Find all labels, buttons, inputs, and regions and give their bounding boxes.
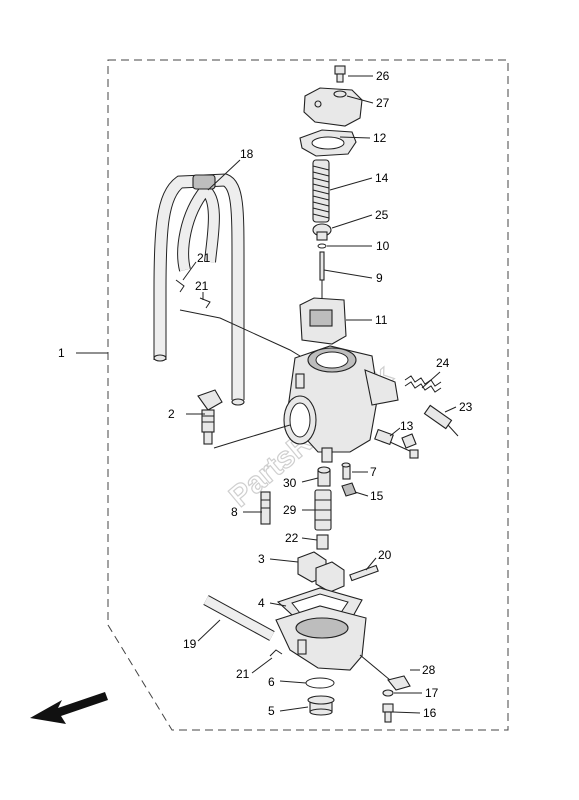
needle-holder-25 — [312, 223, 332, 241]
float-3 — [297, 551, 345, 593]
label-27: 27 — [376, 96, 390, 110]
jet-needle-9 — [319, 251, 325, 300]
carburetor-body-1 — [283, 345, 399, 463]
label-1: 1 — [58, 346, 65, 360]
label-29: 29 — [283, 503, 297, 517]
label-11: 11 — [375, 313, 388, 327]
label-7: 7 — [370, 465, 377, 479]
throttle-valve-11 — [299, 297, 347, 345]
label-21c: 21 — [236, 667, 250, 681]
label-3: 3 — [258, 552, 265, 566]
vent-hose-18 — [153, 173, 245, 406]
label-14: 14 — [375, 171, 389, 185]
label-16: 16 — [423, 706, 437, 720]
drain-plug-5 — [307, 695, 335, 716]
label-30: 30 — [283, 476, 297, 490]
bracket-28 — [387, 675, 411, 691]
jet-30 — [317, 466, 331, 487]
spring-14 — [312, 159, 330, 223]
float-chamber — [275, 605, 367, 671]
starter-jet-8 — [260, 491, 271, 525]
label-28: 28 — [422, 663, 436, 677]
label-21b: 21 — [195, 279, 209, 293]
label-10: 10 — [376, 239, 390, 253]
hose-clip-21c — [269, 649, 283, 657]
label-21a: 21 — [197, 251, 211, 265]
label-4: 4 — [258, 596, 265, 610]
screw-26 — [334, 65, 346, 83]
label-22: 22 — [285, 531, 299, 545]
throttle-stop-screw-13 — [374, 428, 419, 459]
assembly-boundary — [107, 59, 509, 731]
arrow-left-down-icon — [30, 692, 108, 724]
hose-clip-21b — [199, 297, 211, 309]
adjust-screw-23 — [423, 404, 459, 437]
hose-clip-21a — [175, 279, 185, 293]
bolt-16 — [382, 703, 394, 723]
spring-24 — [404, 375, 442, 393]
label-6: 6 — [268, 675, 275, 689]
gasket-12 — [299, 129, 357, 157]
label-17: 17 — [425, 686, 439, 700]
clip-10 — [317, 243, 327, 249]
pilot-jet-7 — [341, 462, 351, 480]
label-5: 5 — [268, 704, 275, 718]
label-12: 12 — [373, 131, 387, 145]
label-18: 18 — [240, 147, 254, 161]
top-cap-27 — [303, 87, 363, 127]
label-8: 8 — [231, 505, 238, 519]
label-13: 13 — [400, 419, 414, 433]
label-20: 20 — [378, 548, 392, 562]
label-2: 2 — [168, 407, 175, 421]
label-25: 25 — [375, 208, 389, 222]
part-15 — [341, 482, 357, 497]
label-26: 26 — [376, 69, 390, 83]
needle-jet-29 — [314, 489, 332, 531]
float-pin-20 — [349, 564, 379, 582]
washer-17 — [382, 689, 394, 697]
label-15: 15 — [370, 489, 384, 503]
air-screw-2 — [197, 389, 223, 445]
main-jet-22 — [316, 534, 329, 550]
label-9: 9 — [376, 271, 383, 285]
label-19: 19 — [183, 637, 197, 651]
o-ring-6 — [305, 677, 335, 689]
label-24: 24 — [436, 356, 450, 370]
overflow-hose-19 — [203, 595, 275, 641]
leader-lines — [76, 75, 457, 714]
label-23: 23 — [459, 400, 473, 414]
